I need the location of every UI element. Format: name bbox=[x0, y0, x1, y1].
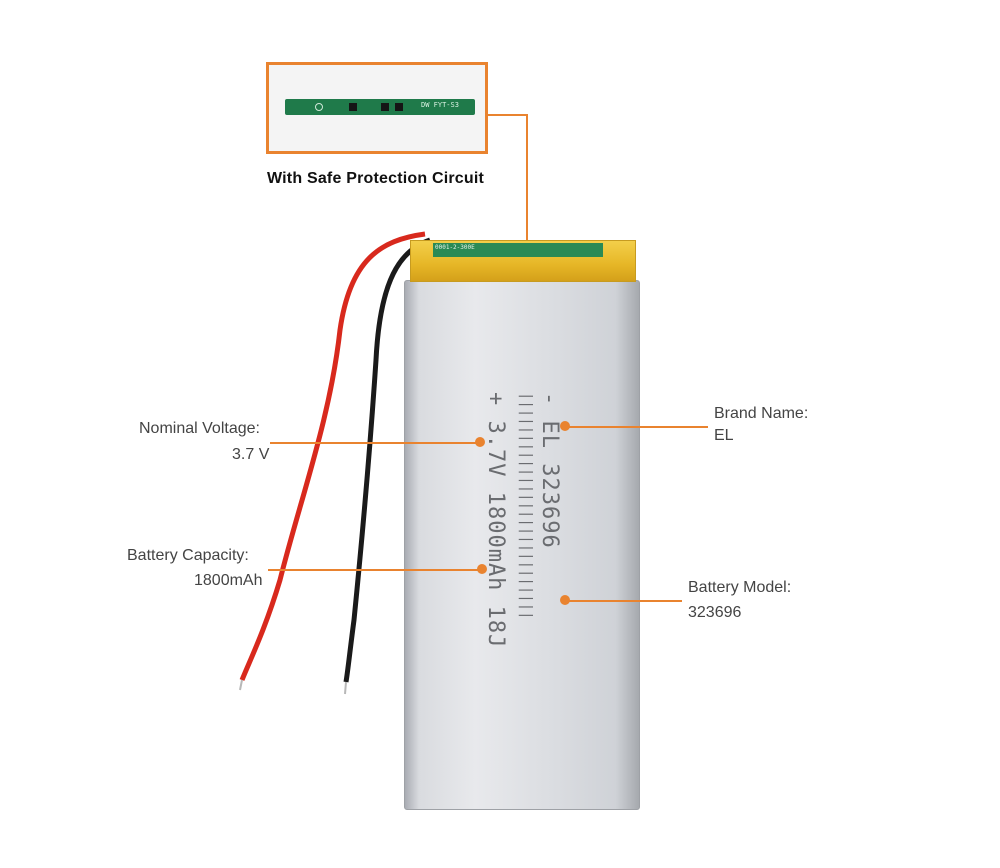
voltage-leader-line bbox=[270, 442, 478, 444]
capacity-label: Battery Capacity: bbox=[127, 547, 249, 564]
battery-print-line-brand-model: - EL 323696 bbox=[537, 392, 562, 549]
voltage-marker-dot bbox=[475, 437, 485, 447]
brand-label: Brand Name: bbox=[714, 405, 809, 422]
model-marker-dot bbox=[560, 595, 570, 605]
pcb-component-icon bbox=[315, 103, 323, 111]
pcb-chip-icon bbox=[395, 103, 403, 111]
battery-pcb-marking: 0001-2-300E bbox=[435, 244, 475, 251]
pcb-chip-icon bbox=[381, 103, 389, 111]
capacity-marker-dot bbox=[477, 564, 487, 574]
battery-print-barcode: ||||||||||||||||||||||||||| bbox=[518, 392, 534, 620]
battery-wires bbox=[239, 231, 431, 695]
pcb-marking: DW FYT-S3 bbox=[421, 101, 459, 109]
capacity-leader-line bbox=[268, 569, 480, 571]
black-wire-tip bbox=[344, 681, 347, 695]
model-leader-line bbox=[568, 600, 682, 602]
battery-print-line-specs: + 3.7V 1800mAh 18J bbox=[483, 392, 508, 649]
red-wire-tip bbox=[239, 679, 243, 691]
battery-cell bbox=[404, 280, 640, 810]
brand-marker-dot bbox=[560, 421, 570, 431]
lipo-battery-image: 0001-2-300E bbox=[404, 240, 640, 810]
capacity-value: 1800mAh bbox=[194, 572, 263, 589]
battery-pcb: 0001-2-300E bbox=[433, 243, 603, 257]
brand-value: EL bbox=[714, 427, 734, 444]
protection-pcb-image: DW FYT-S3 bbox=[285, 99, 475, 115]
protection-board-inset: DW FYT-S3 bbox=[266, 62, 488, 154]
model-value: 323696 bbox=[688, 604, 742, 621]
inset-connector-horizontal bbox=[488, 114, 528, 116]
pcb-chip-icon bbox=[349, 103, 357, 111]
battery-kapton-tape: 0001-2-300E bbox=[410, 240, 636, 282]
inset-connector-vertical bbox=[526, 114, 528, 244]
inset-caption: With Safe Protection Circuit bbox=[267, 170, 485, 187]
black-wire bbox=[343, 237, 431, 683]
voltage-label: Nominal Voltage: bbox=[139, 420, 260, 437]
model-label: Battery Model: bbox=[688, 579, 792, 596]
red-wire bbox=[239, 231, 426, 681]
voltage-value: 3.7 V bbox=[232, 446, 270, 463]
brand-leader-line bbox=[568, 426, 708, 428]
